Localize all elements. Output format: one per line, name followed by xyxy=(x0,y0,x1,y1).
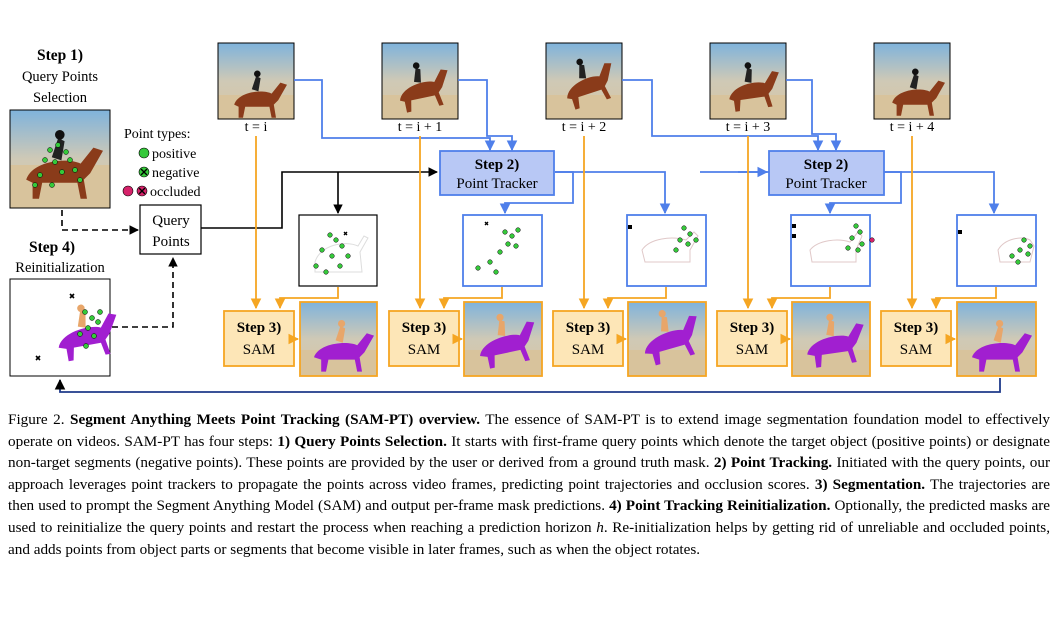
caption-step1-head: 1) Query Points Selection. xyxy=(277,432,447,450)
step1-title: Step 1) xyxy=(37,47,83,64)
points-box-4 xyxy=(956,214,1037,287)
frame-1: t = i + 1 xyxy=(381,42,459,135)
caption-step3-text: The trajectories are then used to prompt… xyxy=(8,475,1050,515)
points-box-0 xyxy=(298,214,378,287)
step1-line1: Query Points xyxy=(22,69,98,85)
step4-reinit-image xyxy=(9,278,123,377)
sam3-label: SAM xyxy=(736,342,769,358)
step4-line1: Reinitialization xyxy=(15,260,105,276)
legend-positive: positive xyxy=(152,147,196,162)
occluded-point-icon xyxy=(122,185,134,197)
points-box-3 xyxy=(790,214,875,287)
mask-image-4 xyxy=(956,301,1037,377)
sam4-title: Step 3) xyxy=(894,320,939,336)
caption-title: Segment Anything Meets Point Tracking (S… xyxy=(70,411,481,428)
caption-step4-text: Optionally, the predicted masks are used… xyxy=(8,497,1051,536)
points-box-2 xyxy=(626,214,707,287)
tracker-box-1: Step 2) Point Tracker xyxy=(439,150,555,196)
mask-image-0 xyxy=(299,301,378,377)
frame-3: t = i + 3 xyxy=(709,42,787,135)
query-points-box: Query Points xyxy=(139,204,202,255)
sam2-label: SAM xyxy=(572,342,605,358)
legend-negative: negative xyxy=(152,166,199,181)
step4-heading: Step 4) Reinitialization xyxy=(15,239,105,276)
tracker-box-2: Step 2) Point Tracker xyxy=(768,150,885,196)
query-line1: Query xyxy=(152,213,190,229)
sam2-title: Step 3) xyxy=(566,320,611,336)
query-line2: Points xyxy=(152,234,190,250)
sam-box-2: Step 3) SAM xyxy=(552,310,624,367)
reinit-loop-arrow xyxy=(54,378,1001,393)
positive-point-icon xyxy=(138,147,150,159)
sam3-title: Step 3) xyxy=(730,320,775,336)
sam0-title: Step 3) xyxy=(237,320,282,336)
sam-box-4: Step 3) SAM xyxy=(880,310,952,367)
step1-query-image xyxy=(9,109,111,209)
frame-to-tracker-arrows xyxy=(294,79,842,152)
caption-label: Figure 2. xyxy=(8,411,65,428)
tracker2-label: Point Tracker xyxy=(785,176,866,192)
sam4-label: SAM xyxy=(900,342,933,358)
caption-step2-head: 2) Point Tracking. xyxy=(713,454,833,472)
frame-to-sam-arrows xyxy=(250,136,997,310)
frame-label-0: t = i xyxy=(245,120,268,135)
sam1-label: SAM xyxy=(408,342,441,358)
query-to-tracker-arrow xyxy=(201,167,438,229)
caption-step2-text: Initiated with the query points, our app… xyxy=(8,454,1051,493)
legend-occluded: occluded xyxy=(150,185,201,200)
caption-intro: The essence of SAM-PT is to extend image… xyxy=(8,411,1051,450)
sam-box-0: Step 3) SAM xyxy=(223,310,295,367)
frame-0: t = i xyxy=(217,42,295,135)
frame-label-2: t = i + 2 xyxy=(562,120,607,135)
tracker-to-points-arrows xyxy=(499,171,1000,215)
negative-point-icon xyxy=(138,166,150,178)
caption-step4-tail: . Re-initialization helps by getting rid… xyxy=(8,518,1050,558)
mask-image-3 xyxy=(791,301,871,377)
caption-step3-head: 3) Segmentation. xyxy=(814,475,926,493)
sam0-label: SAM xyxy=(243,342,276,358)
frame-4: t = i + 4 xyxy=(873,42,951,135)
points-box-1 xyxy=(462,214,543,287)
frame-label-4: t = i + 4 xyxy=(890,120,935,135)
mask-image-2 xyxy=(627,301,707,377)
sam-box-3: Step 3) SAM xyxy=(716,310,788,367)
figure-caption: Figure 2. Segment Anything Meets Point T… xyxy=(8,409,1050,560)
mask-images xyxy=(299,301,1037,377)
sam-pt-overview-diagram: Step 1) Query Points Selection Point typ… xyxy=(9,42,1037,393)
frame-label-3: t = i + 3 xyxy=(726,120,771,135)
dashed-connectors xyxy=(61,210,178,328)
sam1-title: Step 3) xyxy=(402,320,447,336)
tracker1-label: Point Tracker xyxy=(456,176,537,192)
mask-image-1 xyxy=(463,301,543,377)
occluded-negative-icon xyxy=(136,185,148,197)
frame-row: t = i t = i + 1 t = i + 2 t = i + 3 xyxy=(217,42,951,135)
tracker2-title: Step 2) xyxy=(804,157,849,173)
sam-box-1: Step 3) SAM xyxy=(388,310,460,367)
legend-title: Point types: xyxy=(124,127,191,142)
step4-title: Step 4) xyxy=(29,239,75,256)
point-boxes xyxy=(298,214,1037,287)
frame-label-1: t = i + 1 xyxy=(398,120,443,135)
caption-step1-text: It starts with first-frame query points … xyxy=(8,432,1051,472)
caption-step4-head: 4) Point Tracking Reinitialization. xyxy=(609,497,831,515)
frame-2: t = i + 2 xyxy=(545,42,623,135)
caption-horizon-var: h xyxy=(596,518,604,536)
step1-line2: Selection xyxy=(33,90,88,106)
tracker1-title: Step 2) xyxy=(475,157,520,173)
step1-heading: Step 1) Query Points Selection xyxy=(22,47,98,106)
point-types-legend: Point types: positive negative occluded xyxy=(122,127,201,200)
